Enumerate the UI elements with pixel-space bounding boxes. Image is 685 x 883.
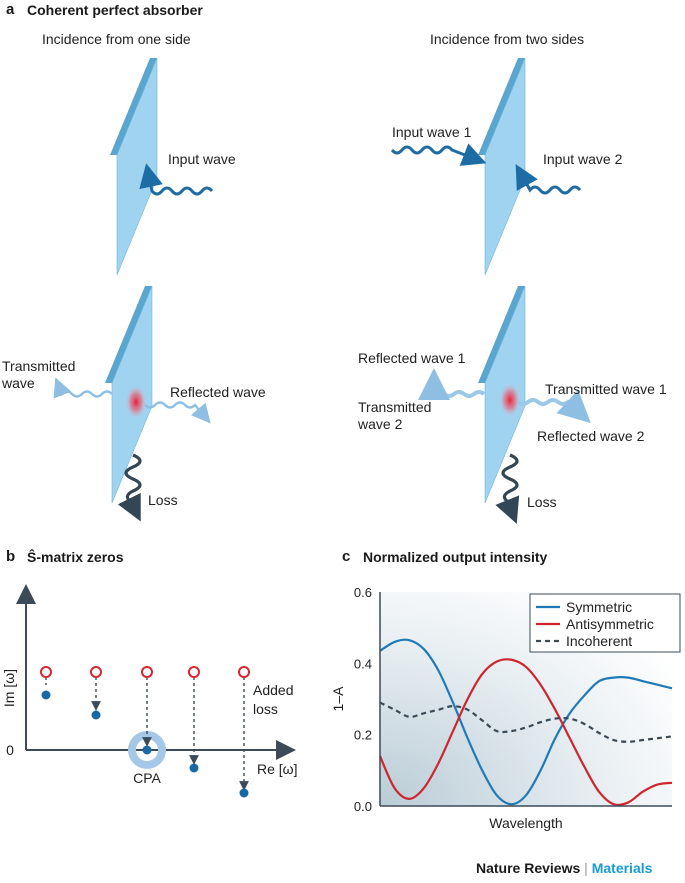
added-loss-label-line1: Added xyxy=(253,682,293,698)
journal-section: Materials xyxy=(591,860,653,876)
panel-a-letter: a xyxy=(6,1,15,18)
legend-label-symmetric: Symmetric xyxy=(566,599,632,615)
legend-label-antisymmetric: Antisymmetric xyxy=(566,616,654,632)
input-wave-1-label: Input wave 1 xyxy=(392,124,472,140)
one-side-header: Incidence from one side xyxy=(42,31,191,47)
legend-label-incoherent: Incoherent xyxy=(566,633,632,649)
open-zero-3 xyxy=(141,666,153,678)
transmitted-wave-2-label-line1: Transmitted xyxy=(358,399,432,415)
y-tick-label: 0.0 xyxy=(354,799,372,814)
reflected-wave-1-arrow xyxy=(418,368,486,400)
transmitted-wave-arrow xyxy=(53,377,113,399)
journal-name: Nature Reviews xyxy=(476,860,581,876)
panel-a-illustration xyxy=(53,57,591,524)
transmitted-wave-label-line1: Transmitted xyxy=(2,358,76,374)
absorption-hotspot-left xyxy=(126,386,146,418)
x-axis-label: Wavelength xyxy=(489,815,562,831)
footer-separator: | xyxy=(584,860,588,876)
added-loss-label-line2: loss xyxy=(253,701,278,717)
reflected-wave-arrow xyxy=(144,401,211,424)
open-zero-2 xyxy=(90,666,102,678)
open-zero-5 xyxy=(238,666,250,678)
loss-label-right: Loss xyxy=(527,494,557,510)
re-axis-label: Re [ω] xyxy=(257,761,298,777)
filled-zero-4 xyxy=(189,763,199,773)
open-zero-1 xyxy=(40,666,52,678)
zero-tick-label: 0 xyxy=(6,742,14,758)
y-tick-label: 0.6 xyxy=(354,585,372,600)
panel-c-title: Normalized output intensity xyxy=(363,549,548,565)
filled-zero-1 xyxy=(41,690,51,700)
reflected-wave-2-label: Reflected wave 2 xyxy=(537,428,645,444)
journal-credit: Nature Reviews | Materials xyxy=(476,860,652,876)
loss-arrow-left xyxy=(117,453,142,522)
transmitted-wave-2-label-line2: wave 2 xyxy=(358,416,403,432)
transmitted-wave-1-arrow xyxy=(516,389,591,424)
cpa-ring xyxy=(128,731,166,769)
y-tick-label: 0.4 xyxy=(354,656,372,671)
input-wave-arrow xyxy=(139,163,214,196)
panel-c-letter: c xyxy=(342,548,351,565)
slab-top-left xyxy=(110,57,158,276)
panel-b-title: Ŝ-matrix zeros xyxy=(27,549,124,565)
s-matrix-zeros-plot: Im [ω] 0 Re [ω] CPA Added loss xyxy=(1,584,298,798)
slab-top-right xyxy=(478,57,526,276)
y-tick-label: 0.2 xyxy=(354,728,372,743)
loss-label-left: Loss xyxy=(148,492,178,508)
open-zero-4 xyxy=(188,666,200,678)
series-line-symmetric xyxy=(379,638,673,806)
loss-arrow-right xyxy=(495,453,520,524)
input-wave-2-label: Input wave 2 xyxy=(543,151,623,167)
cpa-label: CPA xyxy=(133,770,161,786)
reflected-wave-label: Reflected wave xyxy=(170,384,266,400)
y-axis-label: 1–A xyxy=(330,686,346,712)
input-wave-2-arrow xyxy=(515,164,582,195)
reflected-wave-1-label: Reflected wave 1 xyxy=(358,350,466,366)
series-line-antisymmetric xyxy=(378,658,673,807)
input-wave-1-arrow xyxy=(390,143,487,166)
transmitted-wave-label-line2: wave xyxy=(2,375,35,391)
panel-b-letter: b xyxy=(6,548,16,565)
transmitted-wave-1-label: Transmitted wave 1 xyxy=(545,381,667,397)
series-line-incoherent xyxy=(379,701,673,743)
im-axis-label: Im [ω] xyxy=(1,669,17,707)
filled-zero-3 xyxy=(142,745,152,755)
panel-a-title: Coherent perfect absorber xyxy=(27,2,203,18)
filled-zero-5 xyxy=(239,788,249,798)
input-wave-label: Input wave xyxy=(168,151,236,167)
output-intensity-chart: 0.0 0.2 0.4 0.6 1–A Wavelength SymmetricAnt… xyxy=(330,585,681,831)
two-sides-header: Incidence from two sides xyxy=(430,31,585,47)
absorption-hotspot-right xyxy=(500,384,520,416)
filled-zero-2 xyxy=(91,710,101,720)
